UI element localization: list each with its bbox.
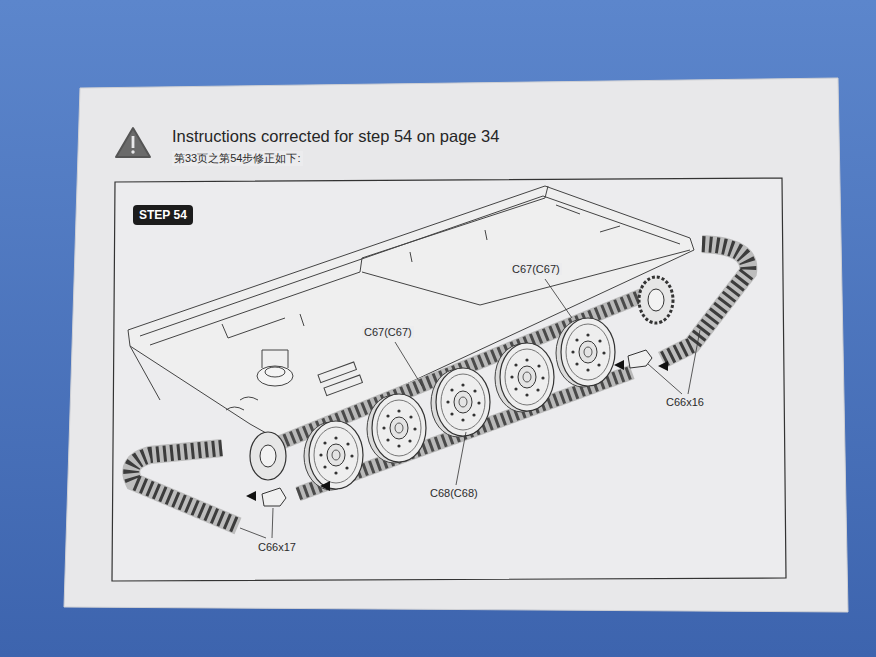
- track-link-part: [262, 488, 286, 506]
- road-wheels: [556, 318, 615, 387]
- loose-track-left: [131, 448, 238, 526]
- paper-sheet: [64, 78, 848, 612]
- road-wheels: [304, 318, 615, 490]
- leader-line: [272, 508, 273, 538]
- road-wheels: [304, 421, 363, 490]
- idler-wheel: [250, 432, 286, 480]
- hull-illustration: [485, 230, 487, 240]
- assembly-arrow: [614, 360, 624, 370]
- part-number: C66x16: [664, 396, 706, 408]
- hull-illustration: [545, 186, 548, 198]
- idler-wheel: [260, 445, 276, 467]
- hull-illustration: [262, 350, 288, 368]
- leader-line: [648, 364, 682, 394]
- drive-sprocket: [648, 289, 664, 311]
- warning-icon: [116, 128, 150, 157]
- part-number: C67(C67): [362, 326, 414, 338]
- leader-line: [545, 279, 572, 318]
- part-number: C68(C68): [428, 487, 480, 499]
- part-number: C67(C67): [510, 263, 562, 275]
- loose-track-left: [131, 448, 238, 526]
- loose-track-right: [662, 244, 748, 360]
- hull-illustration: [410, 252, 412, 262]
- hull-illustration: [130, 346, 160, 400]
- hull-illustration: [222, 318, 285, 338]
- hull-illustration: [556, 205, 580, 214]
- part-number: C66x17: [256, 541, 298, 553]
- hull-illustration: [324, 375, 362, 396]
- track-runs: [272, 290, 656, 494]
- hull-illustration: [300, 314, 304, 326]
- hull-illustration: [600, 226, 620, 232]
- leader-line: [240, 279, 700, 538]
- step-badge: STEP 54: [133, 205, 193, 225]
- sheet-title: Instructions corrected for step 54 on pa…: [172, 127, 499, 146]
- leader-line: [395, 342, 422, 386]
- track-link-part: [628, 350, 652, 368]
- track-link-part: [262, 350, 652, 506]
- assembly-arrow: [246, 360, 668, 501]
- road-wheels: [495, 343, 554, 412]
- leader-line: [456, 432, 466, 485]
- hull-illustration: [318, 362, 356, 383]
- hull-illustration: [257, 366, 293, 386]
- warning-icon: [131, 150, 134, 153]
- hull-illustration: [265, 367, 285, 377]
- drive-sprocket: [639, 277, 673, 323]
- warning-icon: [132, 136, 135, 148]
- drive-sprocket: [639, 277, 673, 323]
- loose-track-right: [662, 244, 748, 360]
- step-frame: [112, 178, 786, 581]
- leader-line: [240, 528, 266, 538]
- loose-track-left: [131, 448, 238, 526]
- assembly-arrow: [658, 361, 668, 371]
- warning-icon: [116, 128, 150, 157]
- loose-track-right: [662, 244, 748, 360]
- assembly-arrow: [320, 481, 330, 491]
- leader-line: [688, 330, 700, 394]
- road-wheels: [367, 394, 426, 463]
- idler-wheel: [250, 432, 286, 480]
- road-wheels: [431, 368, 490, 437]
- hull-illustration: [150, 198, 545, 345]
- step-number: STEP 54: [139, 208, 187, 222]
- note-text: 第33页之第54步修正如下:: [172, 151, 303, 166]
- assembly-arrow: [246, 491, 256, 501]
- hull-illustration: [226, 397, 258, 410]
